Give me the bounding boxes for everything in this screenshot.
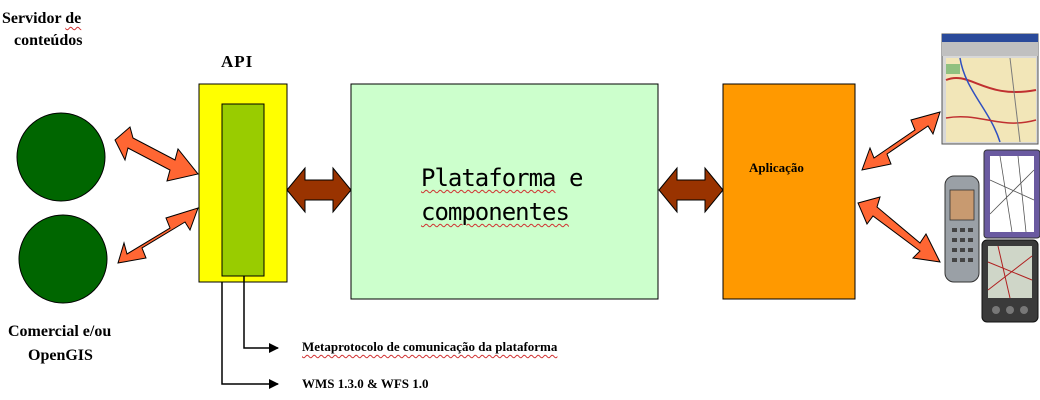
commercial-label-line1: Comercial e/ou xyxy=(8,323,112,340)
double-arrow-platform-application xyxy=(658,166,724,214)
metaprotocol-box xyxy=(221,103,265,277)
content-server-label-de: de xyxy=(65,10,82,27)
content-server-circle-bottom xyxy=(18,214,108,304)
platform-label-word: Plataforma xyxy=(421,164,556,192)
metaprotocol-label: Metaprotocolo de comunicação da platafor… xyxy=(302,339,557,355)
metaprotocol-label-text: Metaprotocolo de comunicação da platafor… xyxy=(302,339,558,354)
handheld-pda-icon xyxy=(981,239,1039,323)
double-arrow-application-devices-bottom xyxy=(857,196,941,263)
content-server-label-word: Servidor xyxy=(2,10,62,27)
api-label: API xyxy=(221,52,254,71)
map-screenshot-icon xyxy=(941,33,1039,145)
commercial-label-line2: OpenGIS xyxy=(28,347,93,364)
wms-connector xyxy=(221,282,279,389)
content-server-circle-top xyxy=(16,112,106,202)
content-server-label-line2: conteúdos xyxy=(14,32,83,49)
platform-label-line2: componentes xyxy=(421,198,570,226)
application-label: Aplicação xyxy=(749,160,804,175)
pda-street-map-icon xyxy=(983,149,1040,239)
platform-label: Plataforma e componentes xyxy=(421,161,583,229)
platform-label-e: e xyxy=(568,164,583,192)
double-arrow-server-api-top xyxy=(114,126,199,182)
platform-box xyxy=(350,83,659,300)
content-server-label: Servidor de conteúdos xyxy=(2,8,82,52)
wms-wfs-label: WMS 1.3.0 & WFS 1.0 xyxy=(302,376,429,391)
double-arrow-server-api-bottom xyxy=(117,207,199,264)
double-arrow-application-devices-top xyxy=(861,111,941,171)
application-box xyxy=(722,83,856,300)
metaprotocol-connector xyxy=(243,276,279,353)
mobile-phone-icon xyxy=(944,175,980,283)
commercial-opengis-label: Comercial e/ou OpenGIS xyxy=(8,320,111,368)
double-arrow-api-platform xyxy=(286,166,352,214)
